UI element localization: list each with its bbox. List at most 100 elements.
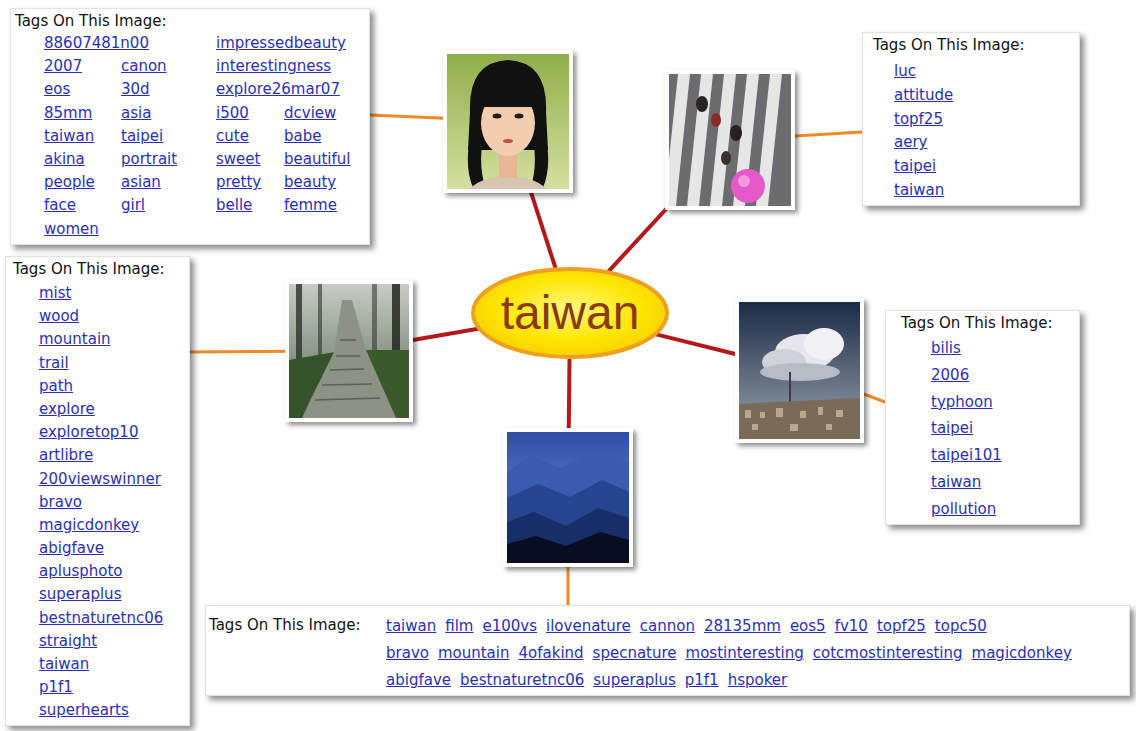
- tag-link: impressedbeauty: [216, 34, 346, 52]
- tag-link: aplusphoto: [39, 562, 122, 580]
- forest-path-photo: [285, 280, 413, 422]
- portrait-photo: [443, 50, 573, 220]
- blue-mountains-photo: [503, 428, 633, 567]
- tag-link: sweet: [216, 150, 260, 168]
- tag-link: bravo: [39, 493, 82, 511]
- tag-link: abigfave: [386, 671, 451, 689]
- tag-link: fv10: [835, 617, 868, 635]
- tag-link: taipei: [931, 419, 973, 437]
- tag-link: e100vs: [482, 617, 537, 635]
- tag-link: magicdonkey: [39, 516, 139, 534]
- crosswalk-photo: [664, 70, 795, 210]
- tags-heading: Tags On This Image:: [873, 36, 1025, 54]
- tag-link: beautiful: [284, 150, 350, 168]
- tag-link: superhearts: [39, 701, 129, 719]
- tag-link: taiwan: [386, 617, 436, 635]
- tag-link: interestingness: [216, 57, 331, 75]
- tag-link: eos5: [790, 617, 826, 635]
- tag-link: bestnaturetnc06: [39, 609, 163, 627]
- tag-link: mist: [39, 284, 71, 302]
- tag-link: mostinteresting: [686, 644, 804, 662]
- city-typhoon-photo: [735, 298, 864, 443]
- tag-link: hspoker: [728, 671, 788, 689]
- tag-link: p1f1: [39, 678, 73, 696]
- tag-link: ilovenature: [546, 617, 631, 635]
- tag-link: portrait: [121, 150, 177, 168]
- tag-link: bravo: [386, 644, 429, 662]
- tag-box: Tags On This Image: taiwan film e100vs ilove…: [205, 605, 1130, 696]
- tag-link: people: [44, 173, 95, 191]
- tag-link: 85mm: [44, 104, 92, 122]
- tag-link: 28135mm: [704, 617, 781, 635]
- tag-link: face: [44, 196, 76, 214]
- tag-link: taiwan: [44, 127, 94, 145]
- tag-box: Tags On This Image: 88607481n00 2007 eos 85m…: [10, 8, 370, 245]
- tag-link: magicdonkey: [972, 644, 1072, 662]
- tag-link: artlibre: [39, 446, 93, 464]
- tag-link: trail: [39, 354, 69, 372]
- tags-heading: Tags On This Image:: [15, 12, 167, 30]
- tag-link: eos: [44, 80, 70, 98]
- tag-link: 2006: [931, 366, 969, 384]
- tag-link: women: [44, 220, 99, 238]
- tag-link: mountain: [39, 330, 111, 348]
- tag-link: superaplus: [593, 671, 675, 689]
- tag-link: pollution: [931, 500, 996, 518]
- tag-link: luc: [894, 62, 916, 80]
- tag-link: belle: [216, 196, 252, 214]
- tag-link: explore26mar07: [216, 80, 340, 98]
- tag-link: cute: [216, 127, 249, 145]
- topic-ellipse: taiwan: [470, 266, 670, 360]
- tag-link: straight: [39, 632, 97, 650]
- tag-link: asian: [121, 173, 161, 191]
- tag-link: pretty: [216, 173, 261, 191]
- tag-link: p1f1: [685, 671, 719, 689]
- tag-link: specnature: [593, 644, 677, 662]
- tag-link: 30d: [121, 80, 150, 98]
- tag-link: bilis: [931, 339, 961, 357]
- tag-box: Tags On This Image: mist wood mountain trail…: [5, 256, 190, 726]
- tag-link: taipei101: [931, 446, 1002, 464]
- tag-link: bestnaturetnc06: [460, 671, 584, 689]
- tag-link: path: [39, 377, 73, 395]
- tag-link: 4ofakind: [519, 644, 584, 662]
- tag-link: taiwan: [931, 473, 981, 491]
- tag-link: 2007: [44, 57, 82, 75]
- tag-link: exploretop10: [39, 423, 138, 441]
- tag-box: Tags On This Image: bilis 2006 typhoon taipe…: [885, 310, 1080, 525]
- tag-link: dcview: [284, 104, 336, 122]
- tag-link: aery: [894, 133, 927, 151]
- tag-link: babe: [284, 127, 321, 145]
- tag-link: cannon: [640, 617, 695, 635]
- tag-link: film: [445, 617, 473, 635]
- tag-link: femme: [284, 196, 337, 214]
- tag-link: wood: [39, 307, 79, 325]
- tag-link: 200viewswinner: [39, 470, 161, 488]
- tag-box: Tags On This Image: luc attitude topf25 aery…: [862, 32, 1080, 206]
- tag-link: taiwan: [894, 181, 944, 199]
- tags-heading: Tags On This Image:: [13, 260, 165, 278]
- tag-link: taipei: [894, 157, 936, 175]
- tag-link: cotcmostinteresting: [813, 644, 963, 662]
- tag-link: asia: [121, 104, 151, 122]
- tags-heading: Tags On This Image:: [209, 616, 361, 634]
- tag-link: canon: [121, 57, 167, 75]
- ellipse-fill: [473, 269, 667, 357]
- tag-link: typhoon: [931, 393, 993, 411]
- tag-link: mountain: [438, 644, 510, 662]
- tag-link: taipei: [121, 127, 163, 145]
- tag-link: topf25: [894, 110, 943, 128]
- tag-link: beauty: [284, 173, 336, 191]
- tag-link: abigfave: [39, 539, 104, 557]
- topic-label: taiwan: [501, 287, 640, 339]
- tag-link: akina: [44, 150, 85, 168]
- tag-link: 88607481n00: [44, 34, 149, 52]
- tag-link: taiwan: [39, 655, 89, 673]
- tags-heading: Tags On This Image:: [901, 314, 1053, 332]
- tag-link: topc50: [935, 617, 987, 635]
- tag-link: attitude: [894, 86, 953, 104]
- tag-link: superaplus: [39, 585, 121, 603]
- tag-link: girl: [121, 196, 145, 214]
- tag-link: explore: [39, 400, 95, 418]
